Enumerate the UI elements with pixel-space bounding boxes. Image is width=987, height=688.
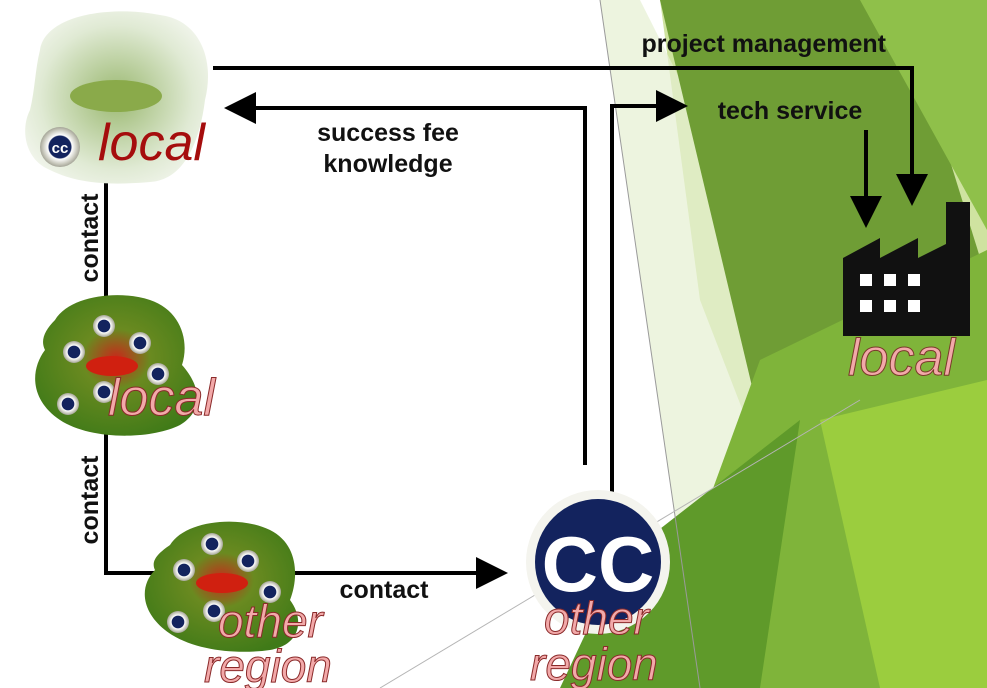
label-contact-upper: contact: [76, 193, 104, 283]
blob-center: [70, 80, 162, 112]
facet-line-1: [599, 0, 701, 688]
label-other-region-cc-2: region: [530, 638, 658, 688]
cluster-cc-dots: [57, 315, 169, 415]
label-tech-service: tech service: [718, 97, 863, 125]
label-success-fee: success fee: [317, 119, 459, 147]
label-other-region-cluster-2: region: [204, 640, 332, 688]
factory-icon: [843, 202, 970, 336]
cluster-red-core-2: [196, 573, 248, 593]
local-cluster: [35, 295, 198, 436]
cc-badge-big: CC: [526, 490, 670, 634]
label-knowledge: knowledge: [323, 150, 452, 178]
arrow-success-fee: [224, 92, 587, 465]
connectors: [104, 66, 928, 589]
cc-badge-top-text: cc: [52, 140, 69, 157]
labels: project management tech service success …: [76, 30, 957, 688]
local-origin-blob: cc: [25, 11, 209, 184]
label-other-region-cc-1: other: [544, 592, 651, 644]
label-local-top: local: [98, 114, 206, 172]
factory-body: [843, 238, 946, 336]
factory-windows: [860, 274, 920, 312]
cc-badge-top: [40, 127, 80, 167]
facet-bright: [820, 380, 987, 688]
arrow-contact-lower: [104, 420, 508, 589]
cc-big-text: CC: [542, 520, 655, 608]
cc-big-core: [535, 499, 661, 625]
cluster-cc-dots-2: [167, 533, 281, 633]
label-contact-lower: contact: [76, 455, 104, 545]
label-local-middle: local: [108, 369, 216, 427]
other-region-cluster: [144, 521, 299, 652]
arrow-tech-service-out: [610, 90, 688, 492]
factory-chimney: [946, 202, 970, 336]
label-other-region-cluster-1: other: [218, 595, 325, 647]
label-project-management: project management: [641, 30, 886, 58]
label-local-factory: local: [848, 329, 956, 387]
cluster-red-core: [86, 356, 138, 376]
arrow-project-management: [213, 66, 928, 206]
facet-mid: [860, 0, 987, 230]
label-contact-bottom: contact: [340, 576, 430, 604]
